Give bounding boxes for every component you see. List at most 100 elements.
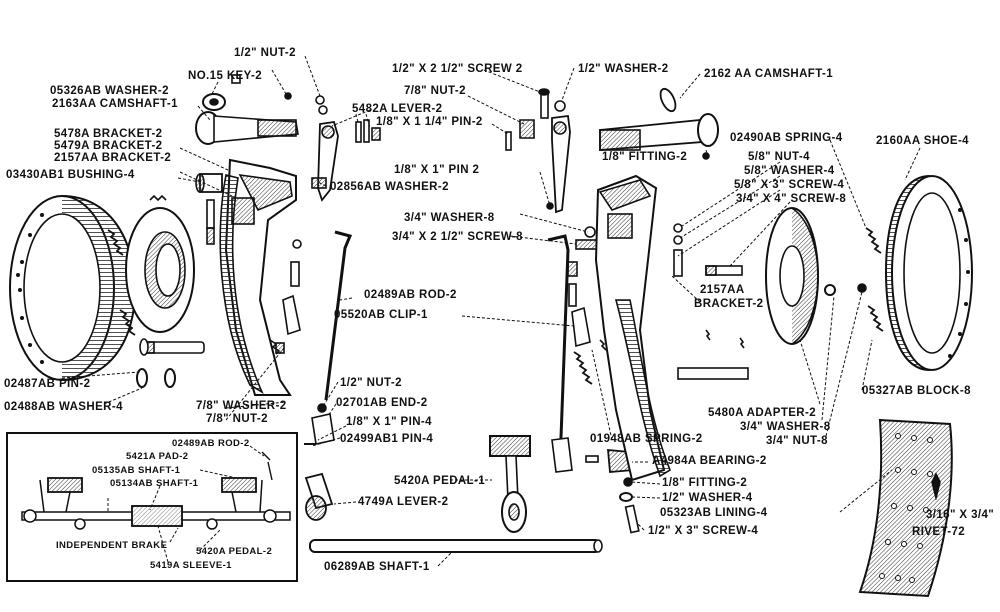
left-pin: [139, 338, 205, 356]
washer-ring-b: [164, 368, 176, 388]
leader-lines: [61, 55, 937, 567]
label-bearing: A4984A BEARING-2: [652, 455, 767, 467]
label-washer-02856: 02856AB WASHER-2: [330, 181, 449, 193]
label-bracket-2157-right-a: 2157AA: [700, 284, 745, 296]
right-pin: [677, 367, 749, 380]
right-lever: [551, 114, 571, 214]
label-lining: 05323AB LINING-4: [660, 507, 768, 519]
label-lever-4749: 4749A LEVER-2: [358, 496, 449, 508]
label-bracket-5478: 5478A BRACKET-2: [54, 128, 163, 140]
label-screw-3-4: 3/4" X 4" SCREW-8: [736, 193, 847, 205]
mid-washer: [584, 226, 596, 238]
right-clevis-pin: [585, 455, 599, 463]
screw-small: [624, 504, 640, 534]
label-pin-1-8-1-low: 1/8" X 1" PIN-4: [346, 416, 432, 428]
label-shoe: 2160AA SHOE-4: [876, 135, 969, 147]
small-nut-d: [275, 342, 285, 354]
center-screw-head: [538, 88, 550, 96]
small-bolt-mid: [290, 261, 300, 287]
label-spring-01948: 01948AB SPRING-2: [590, 433, 703, 445]
center-screw: [540, 91, 549, 119]
left-adapter-plate: [125, 207, 195, 333]
lever-4749: [304, 472, 334, 521]
label-bushing: 03430AB1 BUSHING-4: [6, 169, 135, 181]
label-fitting-top: 1/8" FITTING-2: [602, 151, 688, 163]
inset-label-shaft-05134: 05134AB SHAFT-1: [110, 478, 199, 489]
inset-label-shaft-05135: 05135AB SHAFT-1: [92, 465, 181, 476]
mid-screw: [575, 239, 599, 250]
label-end-02701: 02701AB END-2: [336, 397, 428, 409]
right-spring-lower: [867, 305, 884, 332]
label-screw-3-4-2half: 3/4" X 2 1/2" SCREW-8: [392, 231, 523, 243]
right-adapter-plate: [765, 207, 819, 345]
long-rod: [324, 230, 353, 401]
label-bracket-5479: 5479A BRACKET-2: [54, 140, 163, 152]
label-washer-3-4-low: 3/4" WASHER-8: [740, 421, 831, 433]
left-camshaft: [195, 93, 299, 145]
rod-nut-a: [567, 261, 578, 277]
center-nut: [519, 119, 535, 139]
small-nut-a: [284, 92, 292, 100]
clevis-end: [311, 413, 335, 445]
right-tiny-spring: [739, 337, 745, 349]
pin-b: [363, 119, 370, 143]
washer-ring-a: [136, 368, 148, 388]
label-screw-5-8: 5/8" X 3" SCREW-4: [734, 179, 845, 191]
right-bolt-a: [673, 249, 683, 277]
right-bolt-b-head: [705, 265, 717, 276]
independent-brake-inset: [6, 432, 298, 582]
label-rivet-size: 3/16" X 3/4": [926, 509, 995, 521]
fitting-top-dot: [702, 152, 710, 160]
right-tiny-spring-b: [705, 329, 711, 341]
small-bolt-left-thread: [206, 227, 215, 245]
pedal-part: [489, 435, 531, 533]
center-washer: [554, 100, 566, 112]
lining-strip: [858, 418, 953, 598]
label-washer-05326: 05326AB WASHER-2: [50, 85, 169, 97]
label-adapter: 5480A ADAPTER-2: [708, 407, 817, 419]
label-bracket-2157-right-b: BRACKET-2: [694, 298, 764, 310]
left-brake-shoe: [9, 195, 137, 381]
label-pin-02487: 02487AB PIN-2: [4, 378, 91, 390]
label-nut-5-8: 5/8" NUT-4: [748, 151, 810, 163]
inset-artwork: [21, 445, 291, 563]
left-bracket-assembly: [219, 158, 297, 396]
rod-bolt: [568, 283, 577, 307]
center-pin: [505, 131, 512, 151]
small-nut-b: [315, 95, 325, 105]
long-shaft: [309, 539, 603, 553]
right-nut-dark: [857, 283, 867, 293]
label-pin-1-8-1: 1/8" X 1" PIN 2: [394, 164, 480, 176]
label-key: NO.15 KEY-2: [188, 70, 263, 82]
right-spring-upper: [865, 227, 882, 254]
right-spring-b: [599, 339, 607, 351]
left-springs: [107, 194, 167, 336]
small-clip: [282, 294, 301, 336]
label-half-nut-top: 1/2" NUT-2: [234, 47, 296, 59]
small-washer: [292, 239, 302, 249]
label-nut-7-8-low: 7/8" NUT-2: [206, 413, 268, 425]
right-bracket-assembly: [594, 174, 671, 482]
label-screw-half-3: 1/2" X 3" SCREW-4: [648, 525, 759, 537]
rivet-shape: [931, 472, 941, 499]
label-nut-7-8-top: 7/8" NUT-2: [404, 85, 466, 97]
label-camshaft-2162: 2162 AA CAMSHAFT-1: [704, 68, 834, 80]
label-screw-half-2half: 1/2" X 2 1/2" SCREW 2: [392, 63, 523, 75]
right-brake-shoe: [884, 175, 973, 371]
small-bolt-left: [206, 199, 215, 229]
inset-caption: INDEPENDENT BRAKE: [56, 540, 168, 551]
right-washer-ring: [824, 284, 836, 296]
label-camshaft-2163: 2163AA CAMSHAFT-1: [52, 98, 178, 110]
label-washer-3-4-mid: 3/4" WASHER-8: [404, 212, 495, 224]
label-pin-02499: 02499AB1 PIN-4: [340, 433, 434, 445]
washer-small: [619, 492, 633, 502]
inset-label-pedal: 5420A PEDAL-2: [196, 546, 273, 557]
pin-c: [371, 127, 381, 141]
label-rod-02489: 02489AB ROD-2: [364, 289, 457, 301]
label-washer-02488: 02488AB WASHER-4: [4, 401, 123, 413]
label-washer-half-top: 1/2" WASHER-2: [578, 63, 669, 75]
right-rod: [547, 234, 570, 465]
label-pedal-5420: 5420A PEDAL-1: [394, 475, 486, 487]
